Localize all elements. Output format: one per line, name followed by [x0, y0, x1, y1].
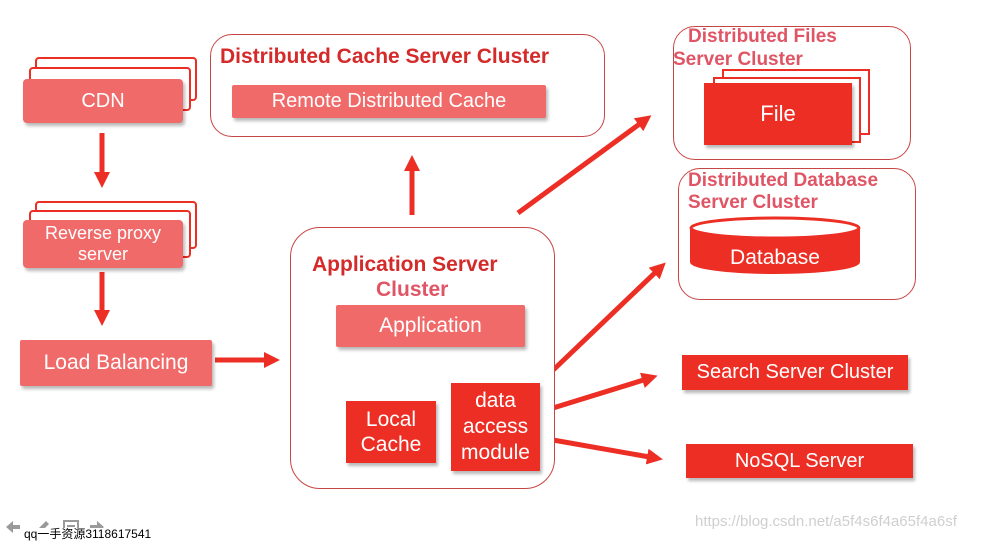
arrow-left-icon[interactable]	[4, 519, 22, 535]
arrow-dam-to-search	[552, 372, 658, 411]
application-node: Application	[336, 305, 525, 347]
arrow-dam-to-nosql	[552, 437, 663, 465]
load-balancing-node: Load Balancing	[20, 340, 212, 386]
app-cluster-title-line2: Cluster	[376, 278, 449, 301]
local-cache-label-line1: Local	[365, 408, 417, 431]
arrow-app-to-files	[516, 115, 652, 216]
files-cluster-title-line1: Distributed Files	[688, 26, 837, 47]
local-cache-node: Local Cache	[346, 401, 436, 463]
data-access-module-node: data access module	[451, 383, 540, 471]
reverse-proxy-label-line2: server	[77, 244, 128, 264]
nosql-server-label: NoSQL Server	[734, 449, 865, 472]
reverse-proxy-label-line1: Reverse proxy	[44, 223, 162, 243]
db-cluster-title-line1: Distributed Database	[688, 170, 879, 191]
load-balancing-label: Load Balancing	[43, 351, 189, 374]
file-node: File	[704, 83, 852, 145]
database-cylinder-icon	[689, 216, 861, 274]
arrow-dam-to-database	[546, 262, 666, 377]
dam-label-line2: access	[462, 415, 529, 438]
reverse-proxy-node: Reverse proxy server	[23, 220, 183, 268]
app-cluster-title-line1: Application Server	[312, 253, 498, 276]
watermark-text: https://blog.csdn.net/a5f4s6f4a65f4a6sf	[695, 513, 957, 530]
dam-label-line1: data	[475, 389, 516, 412]
local-cache-label-line2: Cache	[360, 433, 422, 456]
db-cluster-title-line2: Server Cluster	[688, 192, 818, 213]
search-server-node: Search Server Cluster	[682, 355, 908, 390]
cdn-node: CDN	[23, 79, 183, 123]
search-server-label: Search Server Cluster	[696, 361, 894, 383]
nosql-server-node: NoSQL Server	[686, 444, 913, 478]
dam-label-line3: module	[461, 441, 530, 464]
file-label: File	[760, 101, 796, 126]
remote-cache-node: Remote Distributed Cache	[232, 85, 546, 118]
cache-cluster-title: Distributed Cache Server Cluster	[220, 45, 550, 68]
application-label: Application	[379, 314, 482, 337]
files-cluster-title-line2: Server Cluster	[673, 49, 803, 70]
remote-cache-label: Remote Distributed Cache	[271, 90, 507, 112]
cdn-label: CDN	[81, 89, 125, 112]
database-label: Database	[730, 246, 820, 269]
footer-text: qq一手资源3118617541	[24, 527, 152, 541]
